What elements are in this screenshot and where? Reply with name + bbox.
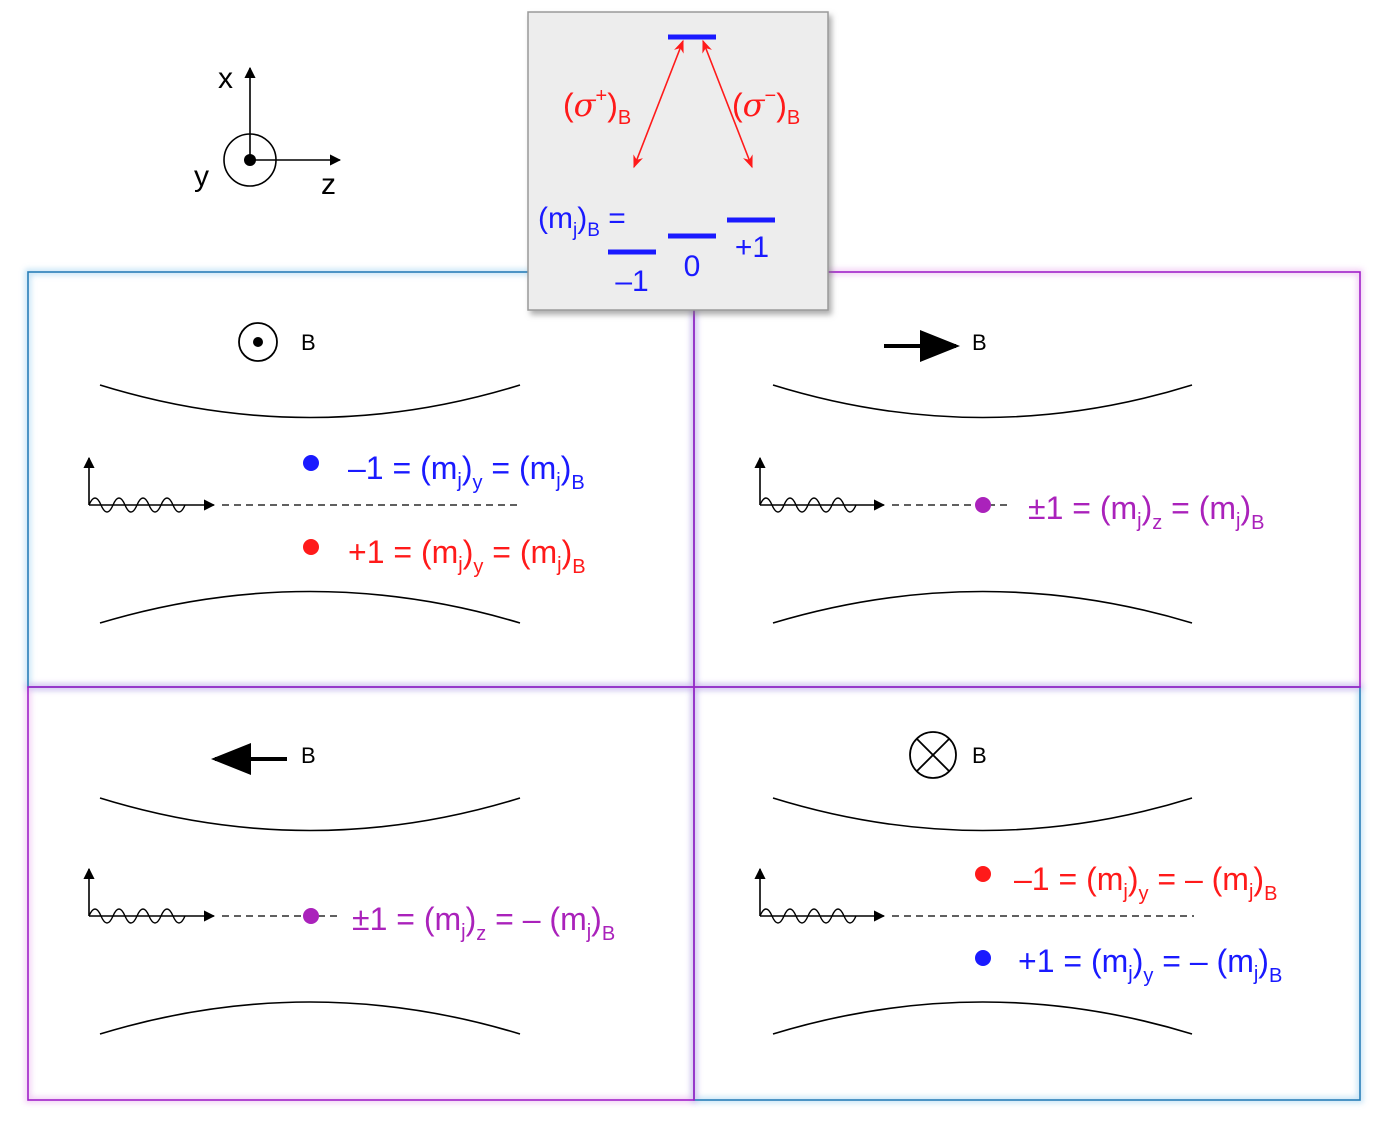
sigma-plus-label: (σ+)B: [563, 85, 631, 129]
z-axis-label: z: [321, 168, 336, 201]
state-label-plus: +1 = (mj)y = – (mj)B: [1018, 943, 1282, 987]
inset-box: [527, 11, 829, 311]
sigma-minus-label: (σ−)B: [732, 85, 800, 129]
upper-mirror-curve: [99, 384, 521, 419]
b-field-label: B: [972, 743, 987, 768]
y-axis-label: y: [194, 160, 209, 193]
panel-bottom-left-frame: [27, 686, 695, 1101]
x-axis-label: x: [218, 62, 233, 95]
panel-top-right: B ±1 = (mj)z = (mj)B: [754, 330, 1264, 624]
state-label-pm: ±1 = (mj)z = (mj)B: [1028, 490, 1264, 534]
upper-mirror-curve: [772, 384, 1193, 419]
panel-bottom-left: B ±1 = (mj)z = – (mj)B: [83, 743, 615, 1035]
b-field-dot-icon: [253, 337, 263, 347]
b-field-label: B: [301, 330, 316, 355]
lower-mirror-curve: [99, 1001, 521, 1035]
level-0-label: 0: [684, 250, 701, 283]
b-field-into-page-icon: [909, 731, 957, 779]
upper-mirror-curve: [99, 797, 521, 832]
atom-dot-blue: [975, 950, 991, 966]
panel-bottom-right: B –1 = (mj)y = – (mj)B +1 = (mj)y = – (m…: [754, 731, 1282, 1035]
b-field-label: B: [972, 330, 987, 355]
b-field-label: B: [301, 743, 316, 768]
panel-frames: [25, 269, 1363, 1103]
atom-dot-red: [975, 866, 991, 882]
atom-dot-red: [303, 539, 319, 555]
atom-dot-purple: [975, 497, 991, 513]
sigma-plus-transition-arrow: [633, 39, 684, 169]
atom-dot-purple: [303, 908, 319, 924]
lower-mirror-curve: [99, 590, 521, 624]
mj-b-label: (mj)B =: [538, 202, 626, 241]
b-field-out-of-page-icon: [238, 322, 278, 362]
state-label-minus: –1 = (mj)y = (mj)B: [348, 450, 585, 494]
upper-mirror-curve: [772, 797, 1193, 832]
panel-top-left: B –1 = (mj)y = (mj)B +1 = (mj)y = (mj)B: [83, 322, 586, 624]
lower-mirror-curve: [772, 590, 1193, 624]
cross-line-icon: [916, 738, 950, 772]
energy-level-inset: (σ+)B (σ−)B (mj)B = –1 0 +1: [527, 11, 829, 311]
atom-dot-blue: [303, 455, 319, 471]
y-axis-out-of-page-icon: [223, 133, 277, 187]
state-label-plus: +1 = (mj)y = (mj)B: [348, 534, 586, 578]
level-minus1-label: –1: [615, 265, 648, 298]
state-label-minus: –1 = (mj)y = – (mj)B: [1014, 861, 1277, 905]
panel-top-right-frame: [693, 271, 1361, 688]
level-plus1-label: +1: [735, 231, 769, 264]
y-axis-dot-icon: [244, 154, 256, 166]
state-label-pm: ±1 = (mj)z = – (mj)B: [352, 901, 615, 945]
coordinate-axes: x y z: [194, 62, 342, 201]
sigma-minus-transition-arrow: [702, 39, 753, 169]
lower-mirror-curve: [772, 1001, 1193, 1035]
